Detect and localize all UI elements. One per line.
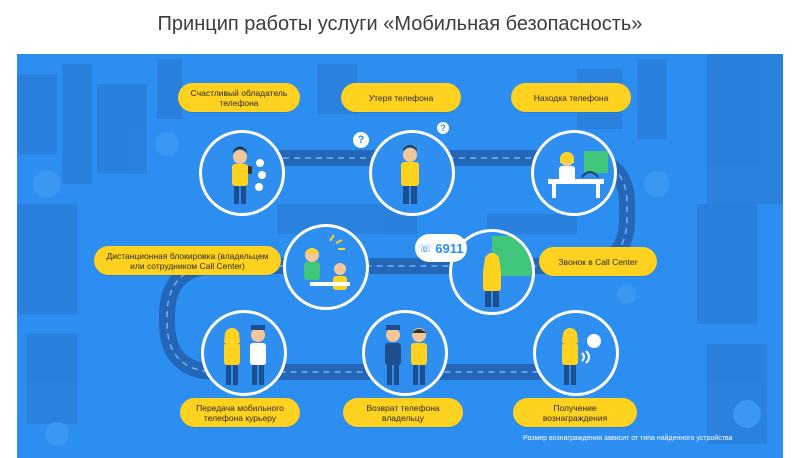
step-label-reward: Получение вознаграждения [513,398,637,427]
step-label-phone-found: Находка телефона [511,83,631,112]
step-circle-reward [533,310,619,396]
happy-owner-icon [232,146,266,204]
step-label-call-center: Звонок в Call Center [539,247,657,276]
reward-icon [562,328,601,385]
step-circle-courier [201,310,287,396]
phone-loss-icon [401,145,419,204]
page-title: Принцип работы услуги «Мобильная безопас… [157,12,643,35]
footnote: Размер вознаграждения зависит от типа на… [523,435,733,442]
step-label-remote-lock: Дистанционная блокировка (владельцем или… [94,246,281,275]
question-mark-right: ? [437,122,449,134]
courier-handover-icon [224,325,266,385]
step-label-phone-return: Возврат телефона владельцу [343,398,463,427]
step-circle-phone-loss [369,130,455,216]
infographic-panel: Счастливый обладатель телефона Утеря тел… [17,54,783,458]
step-circle-phone-return [362,310,448,396]
phone-icon: ☏ [418,242,433,255]
phone-return-icon [385,325,427,385]
step-label-courier: Передача мобильного телефона курьеру [180,398,300,427]
step-circle-remote-lock [283,224,369,310]
step-label-happy-owner: Счастливый обладатель телефона [178,83,300,112]
remote-lock-icon [304,234,350,290]
call-center-icon [483,236,532,307]
step-label-phone-loss: Утеря телефона [341,83,461,112]
road-path [159,150,635,380]
call-number: 6911 [435,240,464,256]
call-number-bubble: ☏ 6911 [415,234,467,262]
step-circle-happy-owner [199,130,285,216]
question-mark-left: ? [353,132,369,148]
phone-found-icon [548,151,608,198]
step-circle-phone-found [531,130,617,216]
